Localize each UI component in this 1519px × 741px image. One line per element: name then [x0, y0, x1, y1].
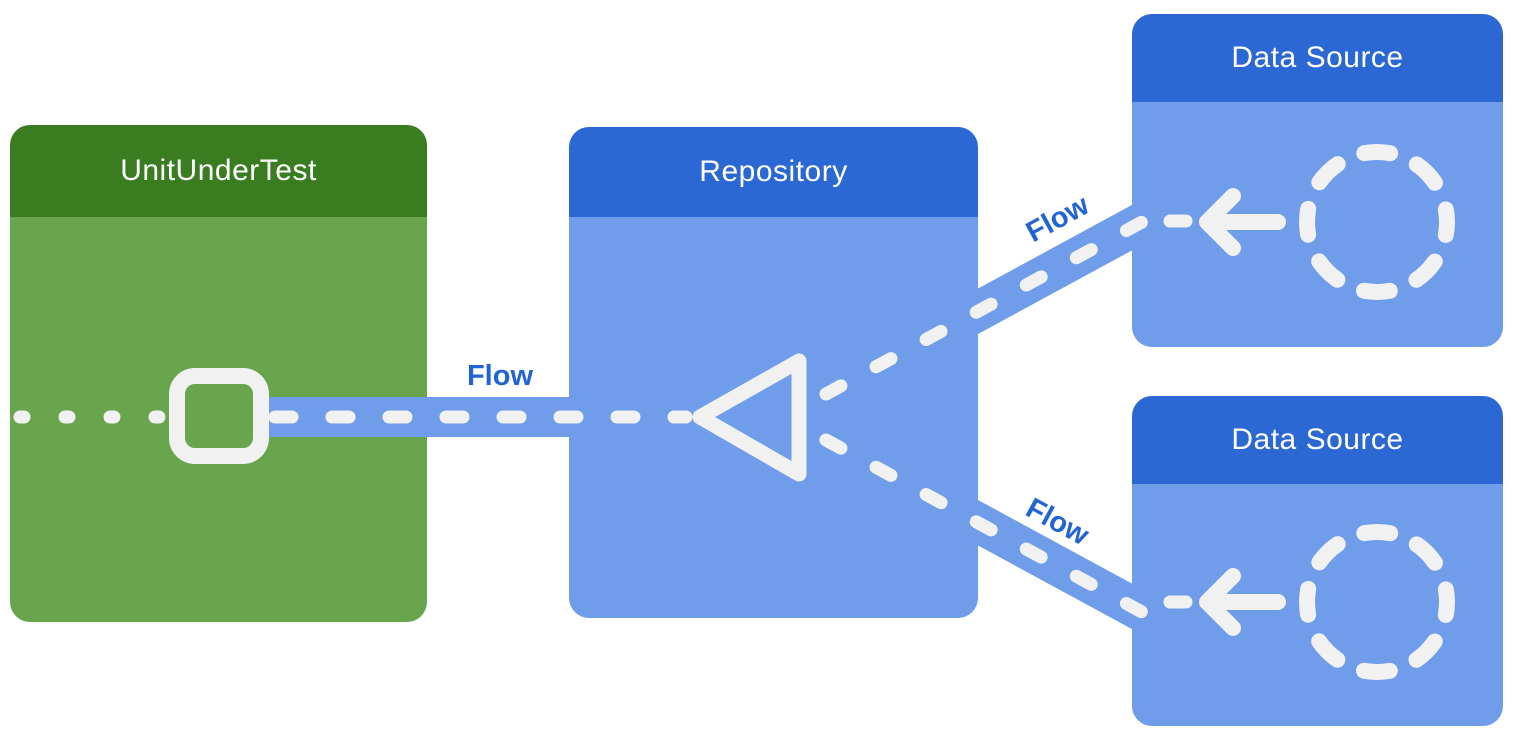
data-source-top-header: Data Source: [1132, 14, 1503, 102]
repository-title: Repository: [699, 155, 848, 188]
flow-label-bottom: Flow: [1020, 492, 1094, 552]
flow-label-top: Flow: [1021, 189, 1095, 249]
unit-under-test-box: UnitUnderTest: [10, 125, 427, 622]
data-source-top-body: [1132, 102, 1503, 347]
data-source-bottom-box: Data Source: [1132, 396, 1503, 726]
data-source-bottom-body: [1132, 484, 1503, 726]
unit-under-test-body: [10, 217, 427, 622]
data-source-top-box: Data Source: [1132, 14, 1503, 347]
repository-header: Repository: [569, 127, 978, 217]
data-source-bottom-title: Data Source: [1231, 423, 1404, 456]
flow-label-middle: Flow: [466, 360, 534, 392]
unit-under-test-header: UnitUnderTest: [10, 125, 427, 217]
repository-body: [569, 217, 978, 618]
data-source-bottom-header: Data Source: [1132, 396, 1503, 484]
data-source-top-title: Data Source: [1231, 41, 1404, 74]
unit-under-test-title: UnitUnderTest: [120, 154, 317, 187]
repository-box: Repository: [569, 127, 978, 618]
